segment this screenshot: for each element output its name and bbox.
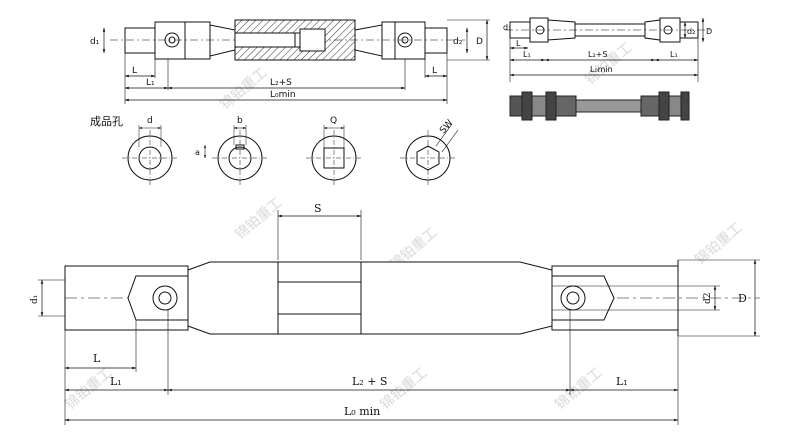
label-d: d	[147, 116, 153, 126]
top-left-labels: d₁ d₂ D L L L₁ L₂+S L₀min	[90, 37, 483, 100]
label-L: L	[132, 66, 137, 76]
label-L: L	[432, 66, 437, 76]
holes-row	[122, 123, 459, 186]
label-L1: L₁	[110, 375, 122, 388]
label-L: L	[93, 352, 101, 365]
label-L2s: L₂+S	[270, 78, 292, 88]
watermark-text: 锦铂重工	[692, 219, 746, 268]
label-d2: d₂	[453, 37, 463, 47]
watermark: 锦铂重工 锦铂重工 锦铂重工 锦铂重工 锦铂重工 锦铂重工 锦铂重工 锦铂重工	[62, 39, 746, 413]
holes-title: 成品孔	[90, 115, 123, 128]
watermark-text: 锦铂重工	[377, 364, 431, 413]
label-L1: L₁	[670, 50, 678, 59]
label-d1: d₁	[503, 23, 511, 32]
label-L0: L₀ min	[344, 405, 380, 418]
main-view	[38, 210, 760, 425]
label-a: a	[195, 148, 200, 157]
label-L0: L₀min	[270, 90, 296, 100]
label-L1: L₁	[616, 375, 628, 388]
top-left-view	[102, 19, 490, 104]
watermark-text: 锦铂重工	[217, 64, 271, 113]
label-d2: d2	[703, 293, 713, 305]
label-L0: L₀min	[590, 65, 613, 74]
label-L: L	[516, 39, 521, 48]
top-right-view	[505, 17, 710, 82]
label-L1: L₁	[523, 50, 531, 59]
label-d1: d₁	[90, 37, 100, 47]
label-Q: Q	[330, 116, 337, 126]
top-right-labels: d₁ L d₂ D L₁ L₂+S L₁ L₀min	[503, 23, 712, 74]
label-d1: d₁	[30, 295, 40, 304]
label-D: D	[706, 27, 712, 36]
label-D: D	[476, 37, 483, 47]
coupling-sketch	[509, 91, 690, 121]
label-D: D	[738, 292, 747, 305]
label-SW: SW	[438, 118, 455, 136]
label-d2: d₂	[687, 27, 695, 36]
watermark-text: 锦铂重工	[582, 39, 636, 88]
label-S: S	[314, 202, 322, 215]
watermark-text: 锦铂重工	[232, 194, 286, 243]
label-b: b	[237, 116, 243, 126]
main-labels: S d₁ d2 D L L₁ L₂ + S L₁ L₀ min	[30, 202, 747, 418]
holes-labels: d b a Q SW	[147, 116, 455, 157]
label-L2s: L₂+S	[588, 50, 607, 59]
watermark-text: 锦铂重工	[62, 364, 116, 413]
watermark-text: 锦铂重工	[552, 364, 606, 413]
label-L1: L₁	[146, 78, 155, 88]
label-L2s: L₂ + S	[352, 375, 387, 388]
